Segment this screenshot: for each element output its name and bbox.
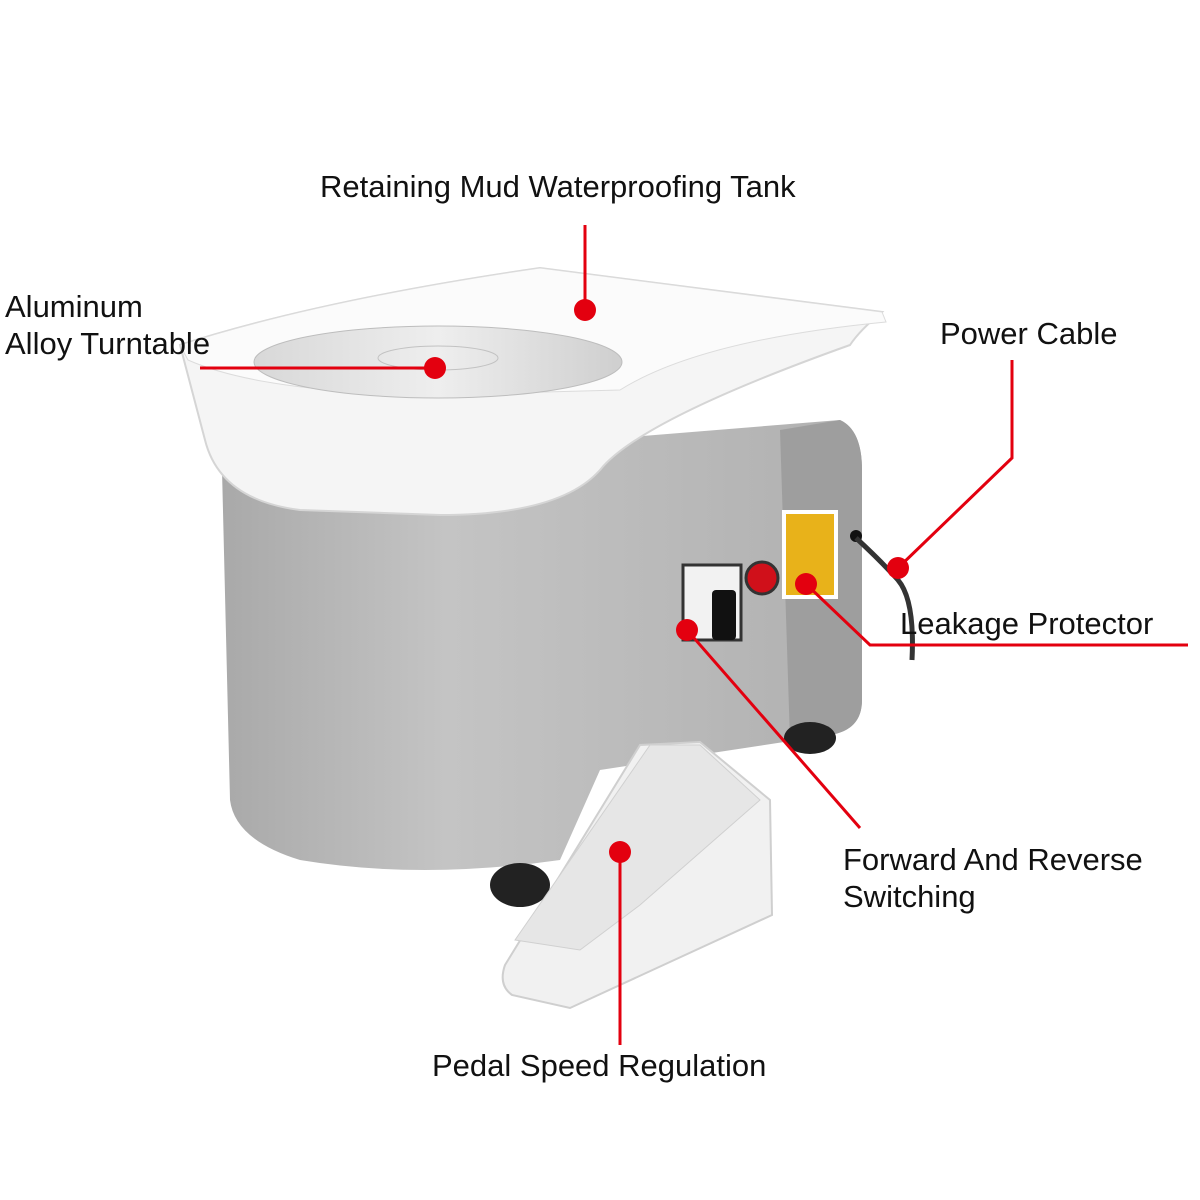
switch-label-line1: Forward And Reverse <box>843 842 1143 877</box>
leakage-callout-dot <box>795 573 817 595</box>
leakage-protector-label: Leakage Protector <box>900 606 1154 641</box>
foot <box>490 863 550 907</box>
turntable-callout-dot <box>424 357 446 379</box>
tank-label: Retaining Mud Waterproofing Tank <box>320 169 796 204</box>
leakage-protector-box <box>782 510 838 599</box>
leakage-callout-line <box>804 582 1188 647</box>
power-cable-callout-line <box>896 360 1014 570</box>
pedal-callout-dot <box>609 841 631 863</box>
turntable-label-line1: Aluminum <box>5 289 143 324</box>
indicator-light <box>744 560 780 596</box>
pedal-top <box>514 744 761 951</box>
power-cord <box>854 536 915 661</box>
switch-callout-line <box>685 629 862 829</box>
switch-callout-dot <box>676 619 698 641</box>
power-cable-callout-dot <box>887 557 909 579</box>
pedal-label: Pedal Speed Regulation <box>432 1048 767 1083</box>
foot <box>784 722 836 754</box>
tank-callout-dot <box>574 299 596 321</box>
turntable-label-line2: Alloy Turntable <box>5 326 211 361</box>
switch-knob <box>712 590 736 640</box>
machine-body <box>222 420 862 870</box>
power-cable-label: Power Cable <box>940 316 1118 351</box>
switch-label-line2: Switching <box>843 879 976 914</box>
